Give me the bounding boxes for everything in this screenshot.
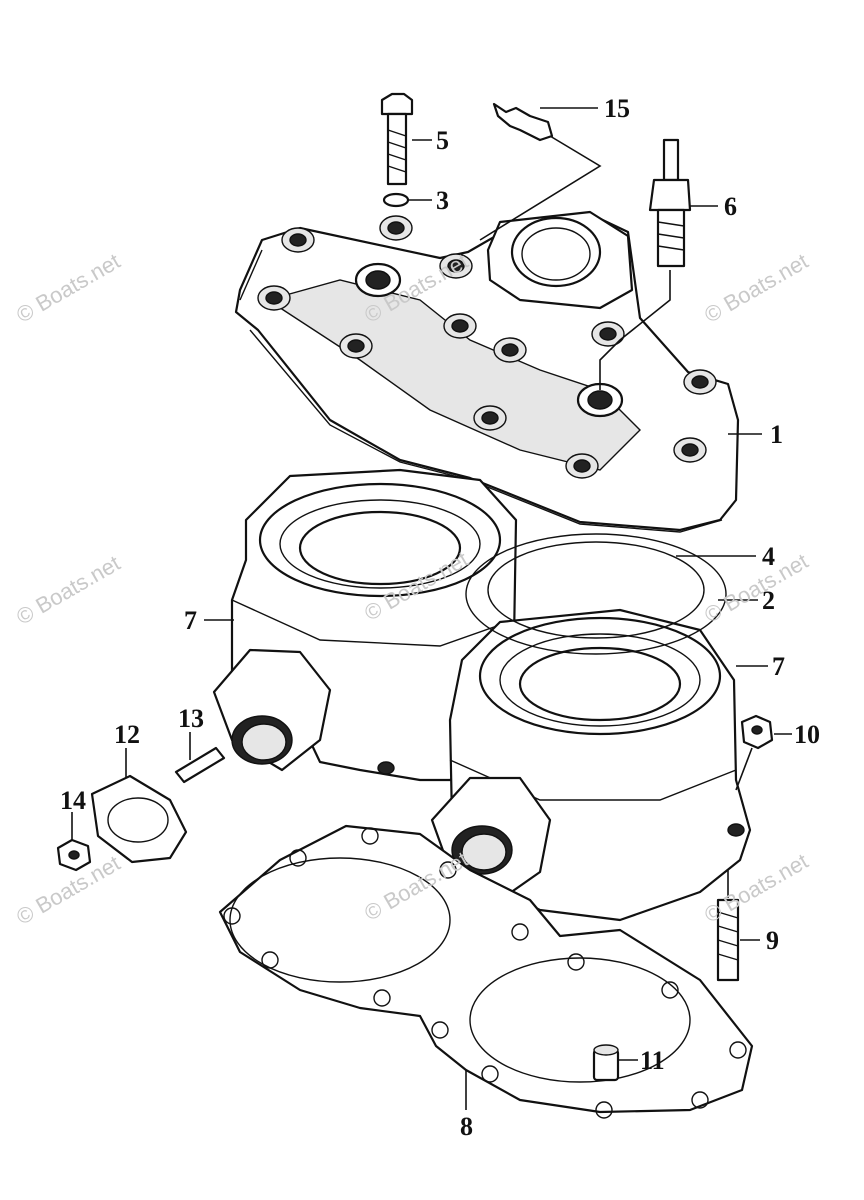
spark-plug bbox=[648, 138, 692, 268]
callout-8: 8 bbox=[460, 1112, 473, 1141]
callout-10: 10 bbox=[794, 720, 820, 749]
exhaust-gasket bbox=[90, 774, 188, 864]
callout-13: 13 bbox=[178, 704, 204, 733]
callout-3: 3 bbox=[436, 186, 449, 215]
washer bbox=[382, 192, 410, 208]
stud-long bbox=[716, 898, 740, 982]
base-gasket bbox=[218, 824, 754, 1119]
dowel-pin bbox=[592, 1044, 620, 1082]
callout-1: 1 bbox=[770, 420, 783, 449]
flange-nut bbox=[740, 714, 774, 750]
callout-5: 5 bbox=[436, 126, 449, 155]
callout-12: 12 bbox=[114, 720, 140, 749]
callout-7-right: 7 bbox=[772, 652, 785, 681]
callout-6: 6 bbox=[724, 192, 737, 221]
cylinder-right bbox=[430, 608, 752, 922]
temperature-sensor bbox=[492, 102, 554, 142]
leader-lines bbox=[71, 107, 792, 1110]
callout-7-left: 7 bbox=[184, 606, 197, 635]
callout-15: 15 bbox=[604, 94, 630, 123]
callout-4: 4 bbox=[762, 542, 775, 571]
head-bolt bbox=[380, 92, 414, 186]
callout-9: 9 bbox=[766, 926, 779, 955]
cylinder-head bbox=[234, 210, 740, 533]
o-rings bbox=[465, 533, 727, 655]
callout-11: 11 bbox=[640, 1046, 665, 1075]
callout-14: 14 bbox=[60, 786, 86, 815]
cylinder-left bbox=[212, 468, 522, 782]
exhaust-nut bbox=[56, 838, 92, 872]
stud-short bbox=[174, 746, 226, 784]
callout-2: 2 bbox=[762, 586, 775, 615]
